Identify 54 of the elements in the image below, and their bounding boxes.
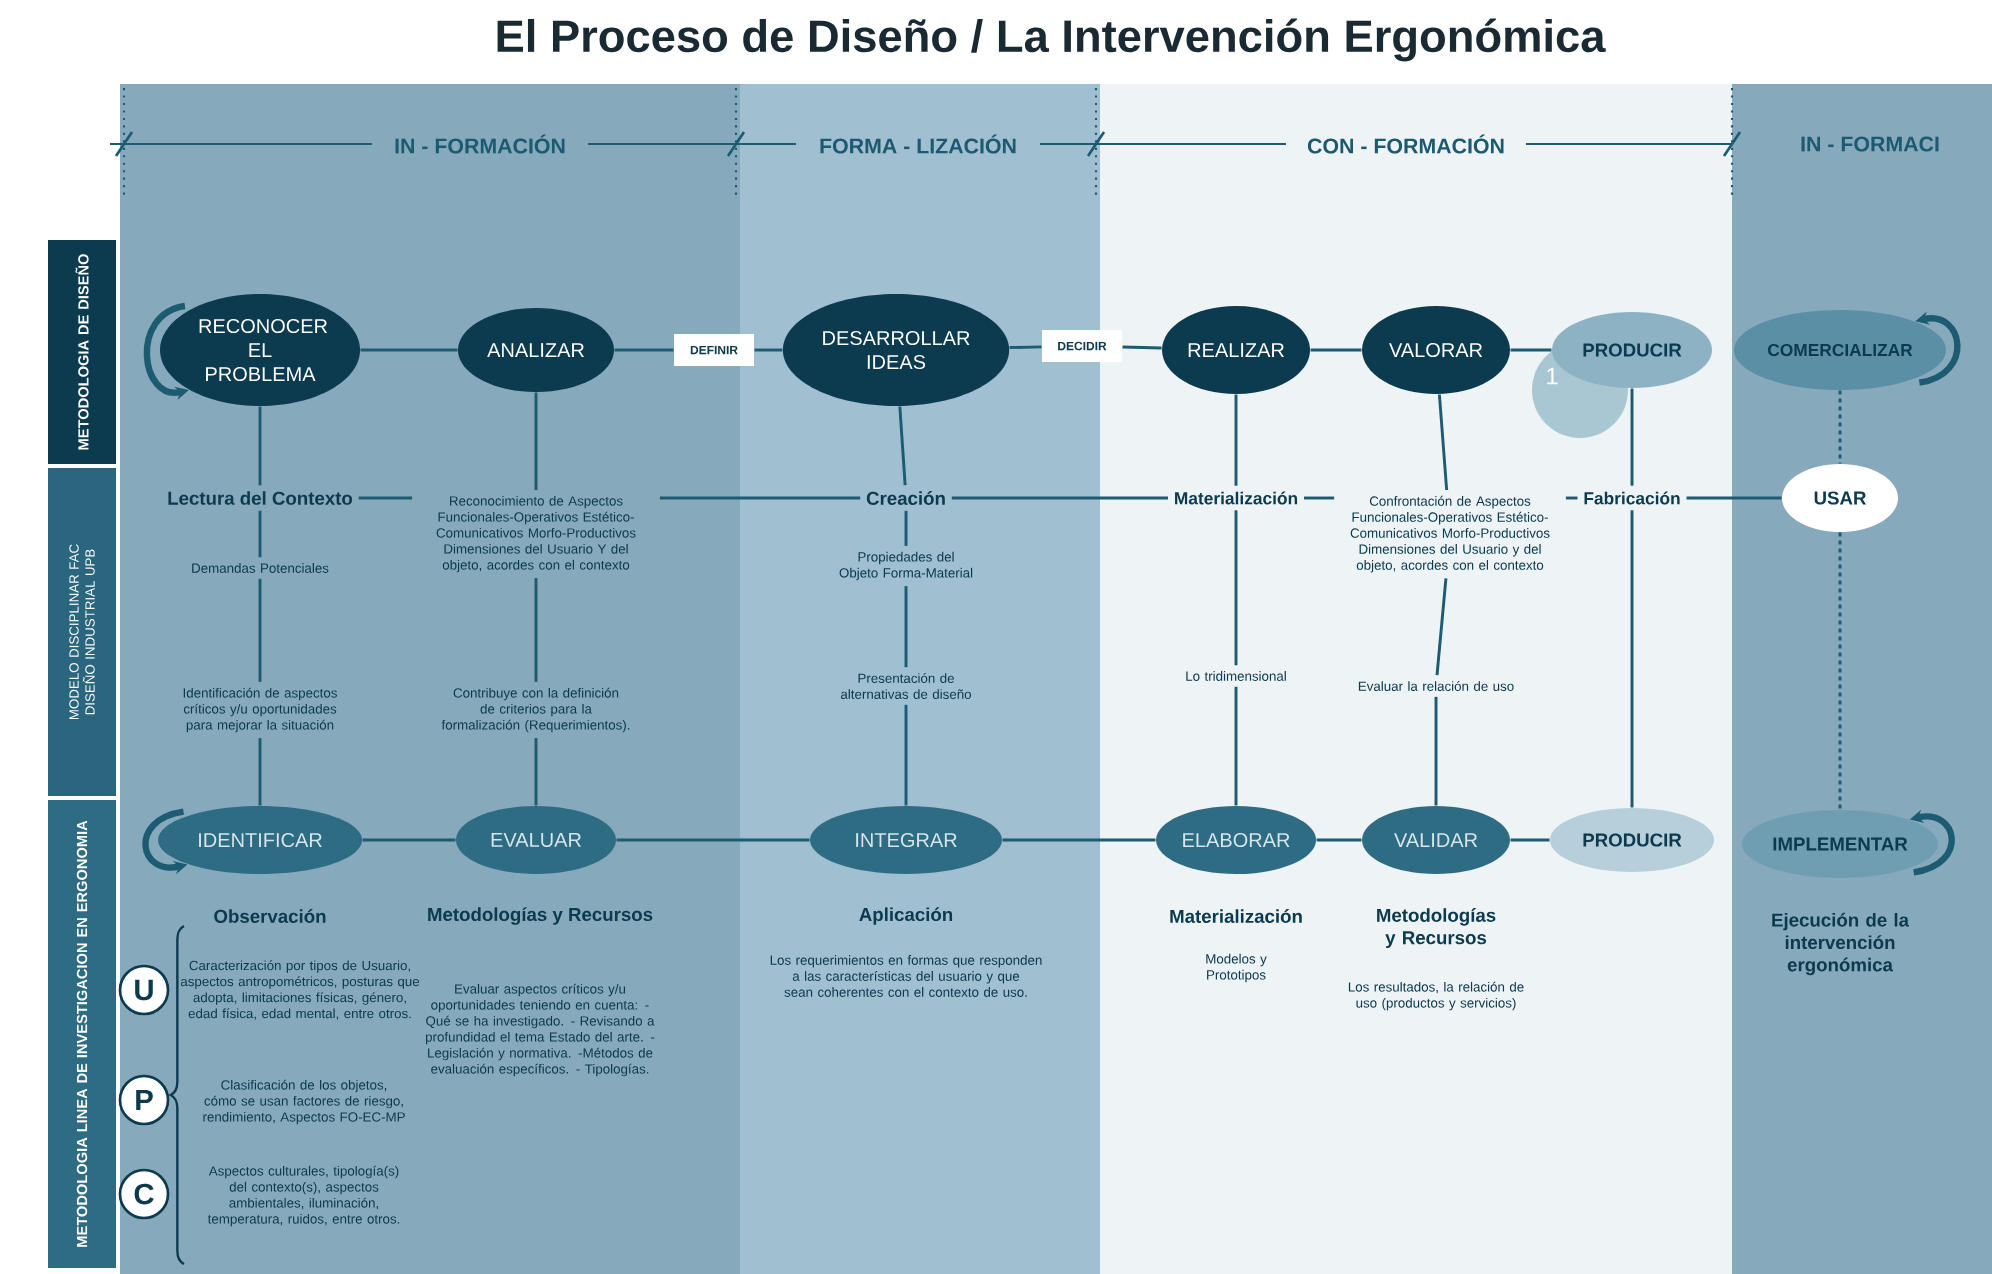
connector-line xyxy=(1234,510,1238,666)
section-heading: Metodologías y Recursos xyxy=(1377,908,1496,948)
stage-heading: Creación xyxy=(866,491,945,505)
connector-line xyxy=(904,586,908,668)
connector-line xyxy=(1838,532,1842,810)
connector-line xyxy=(659,496,861,500)
connector-line xyxy=(898,406,907,486)
connector-line xyxy=(1122,345,1162,350)
connector-line xyxy=(1510,838,1550,842)
connector-line xyxy=(258,510,262,558)
connector-line xyxy=(904,510,908,546)
connector-line xyxy=(360,348,458,352)
connector-line xyxy=(1630,510,1634,808)
phase-label: CON - FORMACIÓN xyxy=(1307,134,1504,154)
section-heading: Aplicación xyxy=(859,907,953,925)
connector-line xyxy=(754,348,783,352)
connector-line xyxy=(358,496,413,500)
connector-line xyxy=(534,578,538,682)
stage-heading: Lectura del Contexto xyxy=(168,491,353,505)
phase-label: IN - FORMACIÓN xyxy=(395,134,565,154)
connector-line xyxy=(1009,345,1042,350)
connector-line xyxy=(614,348,674,352)
connector-line xyxy=(258,738,262,806)
connector-line xyxy=(1838,390,1842,464)
stage-heading: Materialización xyxy=(1175,491,1298,505)
connector-line xyxy=(1316,838,1362,842)
connector-line xyxy=(1234,394,1238,486)
connector-line xyxy=(258,406,262,486)
connector-line xyxy=(534,738,538,806)
connector-line xyxy=(1002,838,1156,842)
connector-line xyxy=(1686,496,1782,500)
section-heading: Ejecución de la intervención ergonómica xyxy=(1772,912,1910,976)
connector-line xyxy=(616,838,810,842)
connector-line xyxy=(534,392,538,490)
connector-line xyxy=(258,578,262,682)
connector-line xyxy=(1310,348,1362,352)
section-heading: Materialización xyxy=(1170,909,1302,923)
stage-heading: Fabricación xyxy=(1584,491,1680,505)
connector-line xyxy=(362,838,456,842)
section-heading: Metodologías y Recursos xyxy=(428,907,653,925)
connector-line xyxy=(904,704,908,806)
connector-line xyxy=(1234,686,1238,806)
connector-line xyxy=(1434,696,1438,806)
connector-line xyxy=(1510,348,1552,352)
title: El Proceso de Diseño / La Intervención Ergonómica xyxy=(497,18,1606,62)
connector-line xyxy=(1437,394,1449,491)
connector-line xyxy=(1304,496,1335,500)
phase-label: IN - FORMACI xyxy=(1801,136,1939,152)
connector-line xyxy=(1435,578,1448,676)
phase-label: FORMA - LIZACIÓN xyxy=(820,134,1016,154)
connector-line xyxy=(1630,388,1634,486)
section-heading: Observación xyxy=(214,909,326,923)
connector-line xyxy=(1565,496,1578,500)
connector-line xyxy=(951,496,1168,500)
